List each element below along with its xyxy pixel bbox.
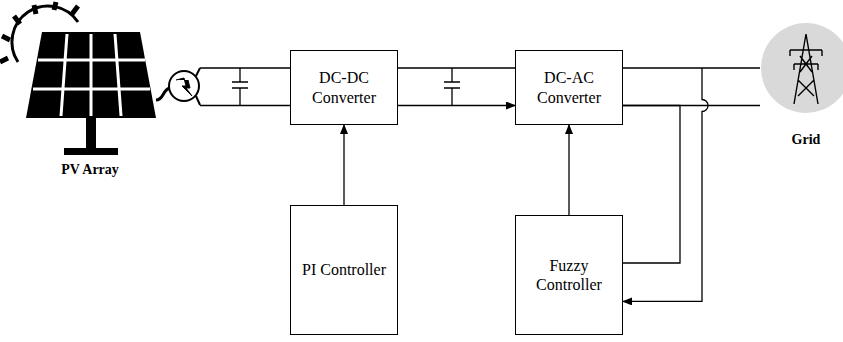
box-label: Fuzzy Controller — [516, 256, 622, 294]
grid-circle — [761, 23, 843, 113]
box-label: PI Controller — [296, 260, 392, 279]
controller-box: PI Controller — [290, 205, 398, 335]
solar-panel-icon — [26, 32, 170, 155]
panel-base — [64, 148, 118, 155]
arrow-connector — [343, 125, 344, 205]
wire-connector — [623, 68, 760, 106]
process-box: DC-DC Converter — [290, 50, 398, 125]
panel-cable — [156, 88, 170, 100]
pv-array-node: PV Array — [0, 0, 200, 185]
node-label: Grid — [774, 132, 838, 149]
capacitor-symbol — [232, 68, 248, 105]
arrow-connector — [623, 68, 708, 301]
plug-icon — [169, 68, 200, 105]
grid-icon — [760, 20, 843, 116]
wire-connector — [200, 68, 290, 106]
panel-post — [86, 118, 96, 150]
arrow-connector — [568, 125, 569, 215]
process-box: DC-AC Converter — [515, 50, 623, 125]
node-label: PV Array — [0, 162, 180, 179]
panel-cells — [33, 34, 150, 116]
box-label: DC-DC Converter — [291, 68, 397, 106]
box-label: DC-AC Converter — [516, 68, 622, 106]
grid-node: Grid — [760, 20, 843, 170]
pylon-symbol — [790, 34, 822, 104]
panel-body — [26, 32, 156, 118]
controller-box: Fuzzy Controller — [515, 215, 623, 335]
capacitor-symbol — [444, 68, 460, 105]
arrow-connector — [398, 68, 515, 106]
